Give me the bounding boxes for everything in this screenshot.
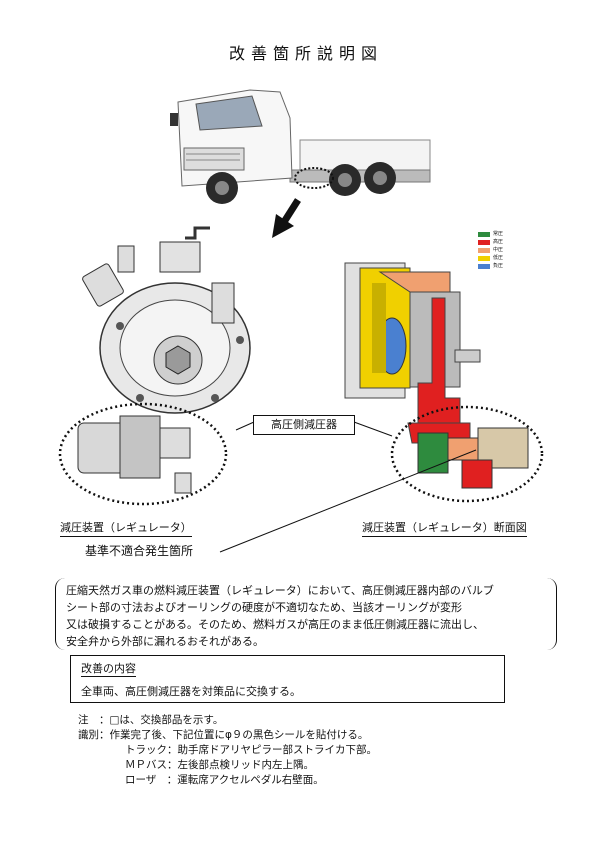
- description-line: 安全弁から外部に漏れるおそれがある。: [66, 635, 264, 648]
- pressure-legend: 常圧 高圧 中圧 低圧 負圧: [478, 230, 503, 270]
- cross-section-illustration: [344, 262, 544, 503]
- page-title: 改善箇所説明図: [228, 44, 383, 63]
- legend-item: 低圧: [478, 254, 503, 262]
- identification-label: 識別: [78, 729, 99, 741]
- identification-text: ：作業完了後、下記位置にφ９の黒色シールを貼付ける。: [99, 729, 369, 741]
- truck-note: トラック：助手席ドアリヤピラー部ストライカ下部。: [125, 744, 377, 756]
- legend-item: 負圧: [478, 262, 503, 270]
- mp-bus-note: ＭＰバス：左後部点検リッド内左上隅。: [125, 759, 314, 771]
- defect-location-label: 基準不適合発生箇所: [85, 544, 194, 558]
- description-line: シート部の寸法およびオーリングの硬度が不適切なため、当該オーリングが変形: [66, 601, 462, 614]
- regulator-caption: 減圧装置（レギュレータ）: [60, 519, 192, 537]
- rosa-note: ローザ ：運転席アクセルペダル右壁面。: [125, 774, 324, 786]
- note-text: ：□は、交換部品を示す。: [99, 714, 224, 726]
- description-line: 圧縮天然ガス車の燃料減圧装置（レギュレータ）において、高圧側減圧器内部のバルブ: [66, 584, 494, 597]
- notes: 注 ：□は、交換部品を示す。 識別：作業完了後、下記位置にφ９の黒色シールを貼付…: [78, 713, 377, 788]
- arrow-icon: [272, 198, 301, 238]
- cross-section-caption: 減圧装置（レギュレータ）断面図: [362, 519, 527, 537]
- high-pressure-reducer-label: 高圧側減圧器: [253, 415, 355, 435]
- legend-item: 常圧: [478, 230, 503, 238]
- figure-area: [58, 89, 544, 553]
- description-line: 又は破損することがある。そのため、燃料ガスが高圧のまま低圧側減圧器に流出し、: [66, 618, 484, 631]
- legend-item: 中圧: [478, 246, 503, 254]
- improvement-heading: 改善の内容: [81, 662, 136, 677]
- note-label: 注: [78, 714, 89, 726]
- truck-illustration: [170, 89, 431, 204]
- description-box: 圧縮天然ガス車の燃料減圧装置（レギュレータ）において、高圧側減圧器内部のバルブ …: [55, 578, 557, 650]
- regulator-illustration: [58, 226, 251, 506]
- legend-item: 高圧: [478, 238, 503, 246]
- improvement-box: 改善の内容 全車両、高圧側減圧器を対策品に交換する。: [70, 655, 505, 703]
- improvement-text: 全車両、高圧側減圧器を対策品に交換する。: [81, 685, 301, 698]
